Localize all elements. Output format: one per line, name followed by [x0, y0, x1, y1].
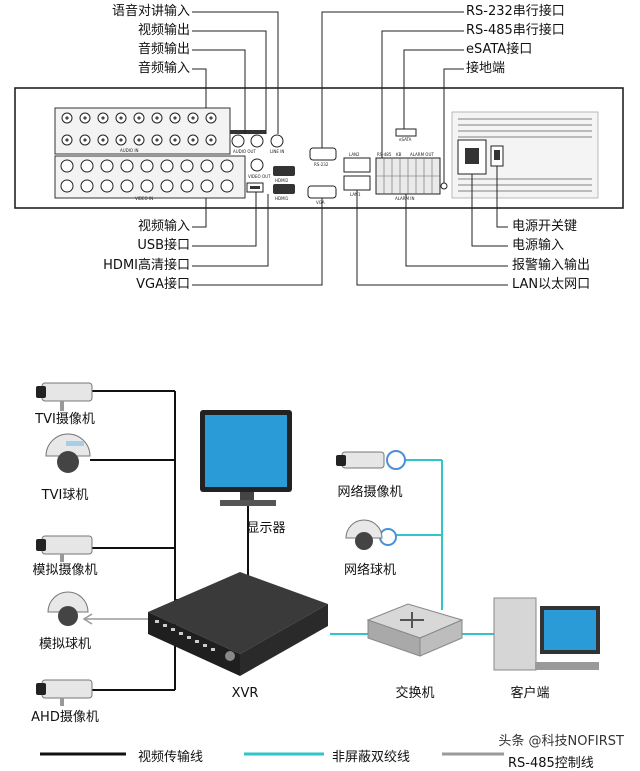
utp-network-lines: [330, 459, 494, 635]
label-ahd-camera: AHD摄像机: [31, 710, 99, 725]
xvr-device-icon: [148, 572, 328, 676]
label-xvr: XVR: [231, 686, 259, 701]
label-rs232: RS-232串行接口: [466, 4, 565, 19]
panel-text-rs232: RS-232: [314, 162, 329, 167]
client-pc-icon: [493, 597, 600, 671]
panel-text-hdmi1: HDMI1: [275, 196, 289, 201]
panel-text-kb: KB: [396, 152, 402, 157]
label-video-output: 视频输出: [137, 23, 190, 38]
switch-icon: [366, 603, 464, 657]
label-alarm-io: 报警输入输出: [512, 258, 591, 273]
label-client: 客户端: [510, 686, 550, 701]
panel-text-video-out: VIDEO OUT: [248, 174, 271, 179]
ahd-camera-icon: [36, 679, 93, 706]
panel-text-lan1: LAN1: [350, 192, 361, 197]
tvi-camera-icon: [36, 382, 93, 411]
label-ip-camera: 网络摄像机: [337, 485, 403, 500]
ie-icon: [379, 450, 406, 546]
monitor-icon: [200, 410, 292, 506]
legend-video-line: 视频传输线: [138, 750, 204, 765]
panel-text-line-in: LINE IN: [270, 149, 284, 154]
label-analog-camera: 模拟摄像机: [32, 563, 98, 578]
ip-dome-icon: [345, 519, 383, 550]
label-switch: 交换机: [395, 686, 435, 701]
rs485-control-line: [82, 613, 150, 625]
panel-text-alarm-in: ALARM IN: [395, 196, 414, 201]
label-vga: VGA接口: [136, 277, 190, 292]
label-hdmi: HDMI高清接口: [103, 258, 190, 273]
panel-text-rs485: RS-485: [377, 152, 392, 157]
audio-in-connectors: [61, 112, 217, 146]
watermark: 头条 @科技NOFIRST: [498, 734, 624, 749]
panel-text-esata: eSATA: [399, 137, 412, 142]
video-in-connectors: [60, 159, 234, 193]
analog-camera-icon: [36, 535, 93, 562]
label-rs485: RS-485串行接口: [466, 23, 565, 38]
label-tvi-dome: TVI球机: [41, 488, 89, 503]
label-analog-dome: 模拟球机: [38, 637, 91, 652]
label-usb: USB接口: [137, 238, 190, 253]
label-ground: 接地端: [466, 61, 506, 76]
analog-dome-icon: [47, 591, 89, 626]
legend-utp-line: 非屏蔽双绞线: [332, 750, 411, 765]
panel-text-alarm-out: ALARM OUT: [410, 152, 434, 157]
label-power-input: 电源输入: [512, 238, 565, 253]
label-audio-output: 音频输出: [137, 42, 190, 57]
label-audio-input: 音频输入: [137, 61, 190, 76]
legend-rs485-line: RS-485控制线: [508, 756, 594, 771]
label-ip-dome: 网络球机: [343, 563, 396, 578]
label-monitor: 显示器: [246, 521, 286, 536]
panel-text-audio-in: AUDIO IN: [120, 148, 139, 153]
panel-text-vga: VGA: [316, 200, 325, 205]
label-tvi-camera: TVI摄像机: [35, 412, 95, 427]
panel-text-audio-out: AUDIO OUT: [233, 149, 256, 154]
ip-camera-icon: [336, 451, 385, 469]
panel-text-lan2: LAN2: [349, 152, 360, 157]
label-talk-input: 语音对讲输入: [111, 4, 190, 19]
xvr-rear-panel: AUDIO IN AUDIO OUT LINE IN VIDEO IN VIDE…: [14, 87, 624, 209]
label-esata: eSATA接口: [466, 42, 533, 57]
label-power-switch: 电源开关键: [512, 219, 578, 234]
leader-lines: [192, 11, 508, 286]
panel-text-video-in: VIDEO IN: [135, 196, 153, 201]
label-lan: LAN以太网口: [512, 277, 591, 292]
tvi-dome-icon: [45, 433, 91, 473]
panel-text-hdmi2: HDMI2: [275, 178, 289, 183]
label-video-input: 视频输入: [137, 219, 190, 234]
